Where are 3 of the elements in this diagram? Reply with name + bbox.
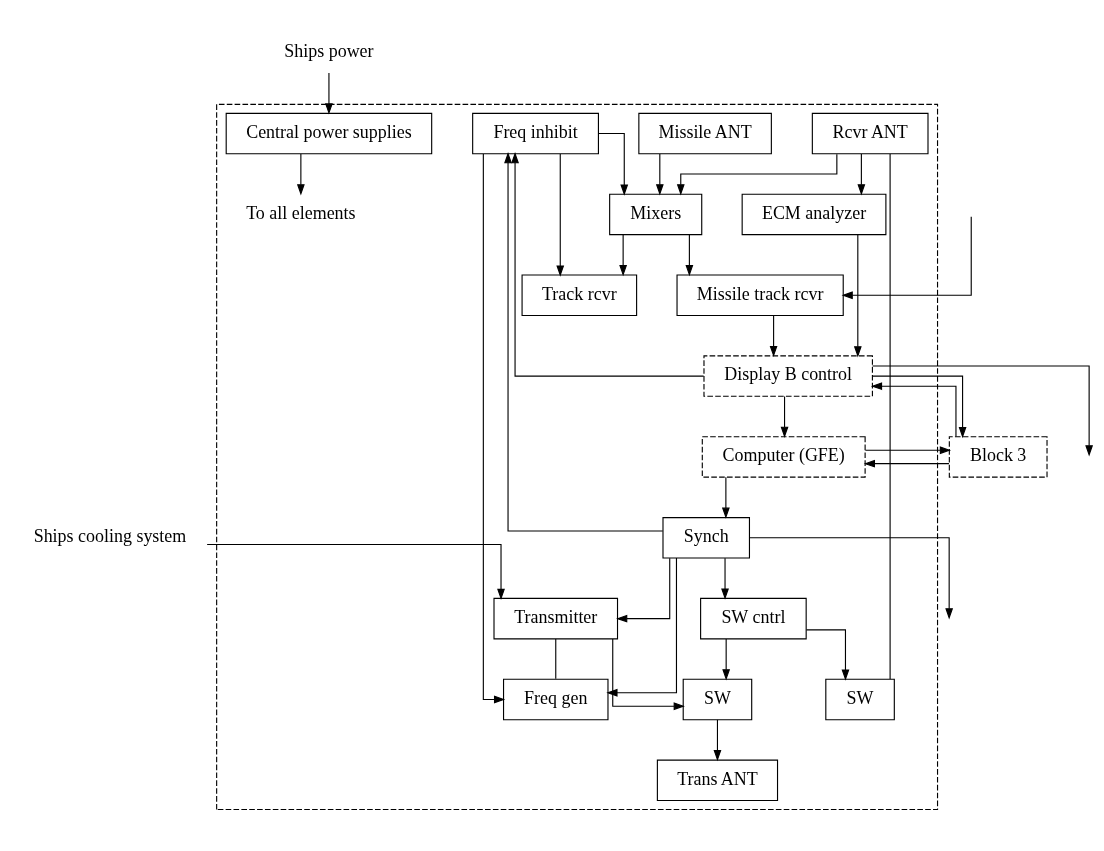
node-text: Ships cooling system <box>33 526 187 547</box>
node-text: Ships power <box>284 40 374 61</box>
node-text: To all elements <box>246 202 356 223</box>
